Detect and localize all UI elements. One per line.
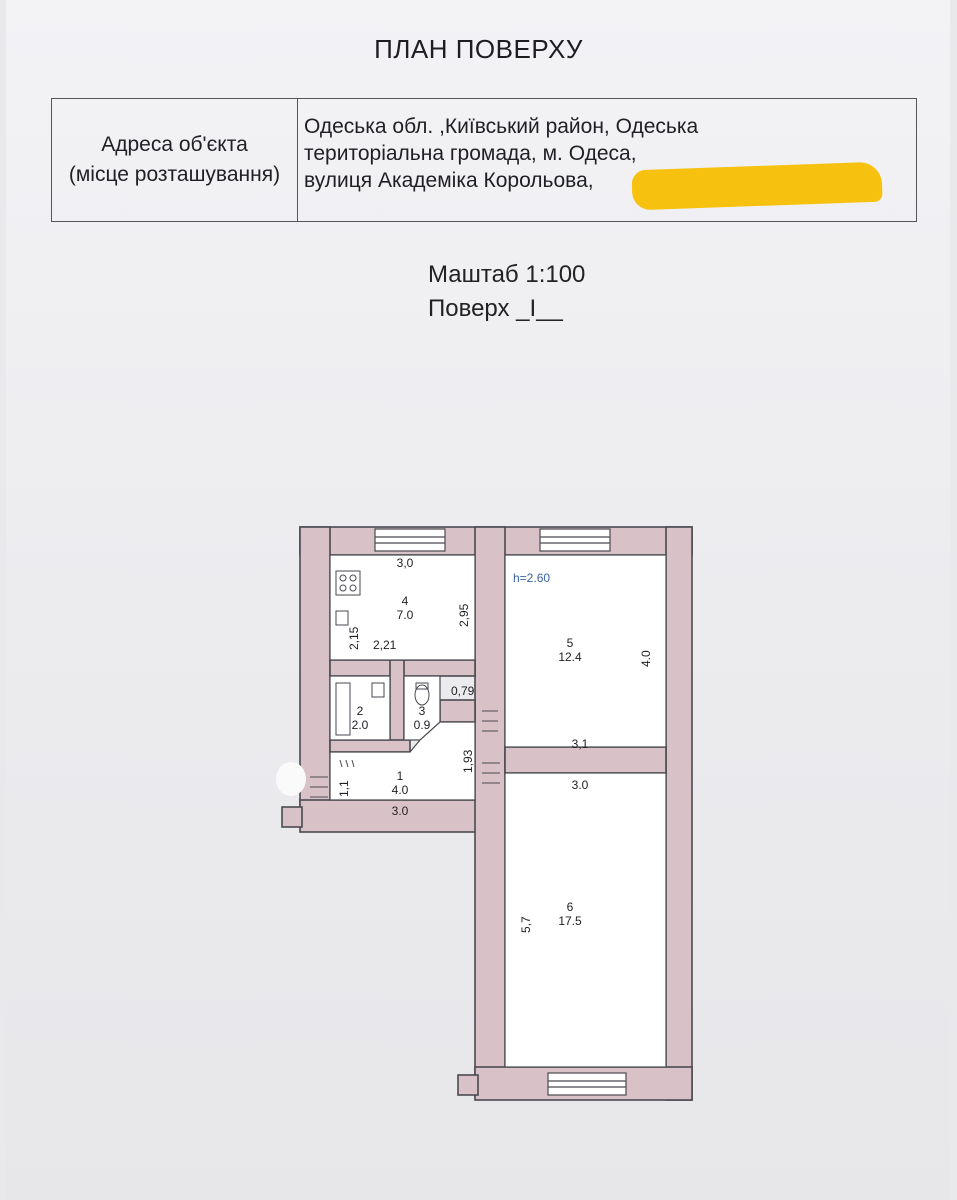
room-2-number: 2 bbox=[357, 704, 364, 718]
ceiling-height-label: h=2.60 bbox=[513, 571, 550, 585]
address-value-cell: Одеська обл. ,Київський район, Одеська т… bbox=[298, 99, 916, 221]
dim-hall-width: 3.0 bbox=[392, 804, 409, 818]
dim-inner-height: 2,15 bbox=[347, 626, 361, 650]
document-title: ПЛАН ПОВЕРХУ bbox=[374, 34, 583, 64]
dim-room6-depth: 5,7 bbox=[519, 916, 533, 933]
address-label-line-2: (місце розташування) bbox=[68, 163, 281, 186]
room-1-area: 4.0 bbox=[392, 783, 409, 797]
room-2-area: 2.0 bbox=[352, 718, 369, 732]
address-label-line-1: Адреса об'єкта bbox=[101, 133, 248, 156]
dim-hall-depth: 1,93 bbox=[461, 749, 475, 773]
address-value-line-2: територіальна громада, м. Одеса, bbox=[304, 142, 637, 165]
floor-label: Поверх _I__ bbox=[428, 295, 563, 322]
dim-entry-depth: 1,1 bbox=[337, 780, 351, 797]
floor-plan: 3,0 4 7.0 2,95 2,15 2,21 2 2.0 3 0.9 0,7… bbox=[281, 526, 693, 1101]
dim-room6-width: 3.0 bbox=[572, 778, 589, 792]
dim-closet-width: 0,79 bbox=[451, 684, 475, 698]
windows bbox=[374, 528, 627, 1096]
dim-kitchen-width: 3,0 bbox=[397, 556, 414, 570]
room-6-area: 17.5 bbox=[558, 914, 582, 928]
address-table: Адреса об'єкта (місце розташування) Одес… bbox=[51, 98, 917, 222]
white-blot bbox=[276, 762, 306, 796]
room-floors bbox=[329, 554, 667, 1068]
room-5-number: 5 bbox=[567, 636, 574, 650]
scale-block: Маштаб 1:100 Поверх _I__ bbox=[428, 258, 585, 326]
redaction-mark bbox=[631, 161, 883, 211]
address-value-line-3: вулиця Академіка Корольова, bbox=[304, 169, 594, 192]
room-4-number: 4 bbox=[402, 594, 409, 608]
address-value-line-1: Одеська обл. ,Київський район, Одеська bbox=[304, 115, 699, 138]
scale-label: Маштаб 1:100 bbox=[428, 261, 586, 288]
room-1-number: 1 bbox=[397, 769, 404, 783]
room-3-number: 3 bbox=[419, 704, 426, 718]
dim-inner-width: 2,21 bbox=[373, 638, 397, 652]
fixtures bbox=[310, 570, 500, 798]
address-label-cell: Адреса об'єкта (місце розташування) bbox=[52, 99, 298, 221]
room-3-area: 0.9 bbox=[414, 718, 431, 732]
room-6-number: 6 bbox=[567, 900, 574, 914]
room-5-area: 12.4 bbox=[558, 650, 582, 664]
dim-room5-width: 3,1 bbox=[572, 737, 589, 751]
dim-room5-depth: 4.0 bbox=[639, 650, 653, 667]
dim-kitchen-depth: 2,95 bbox=[457, 603, 471, 627]
room-4-area: 7.0 bbox=[397, 608, 414, 622]
